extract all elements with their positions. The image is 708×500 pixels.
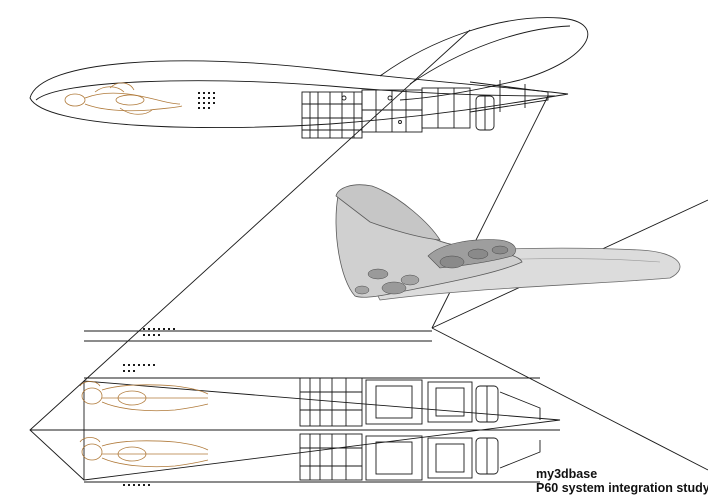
plan-view-pilot-figure-upper xyxy=(79,381,209,412)
side-view-detail-marks xyxy=(198,92,215,109)
side-view-fuselage xyxy=(29,17,589,129)
side-view-engine-block xyxy=(301,87,495,139)
caption-brand: my3dbase xyxy=(536,467,598,481)
plan-view-engine-lower xyxy=(299,433,541,481)
caption-title: P60 system integration study xyxy=(536,481,708,495)
plan-view-engine-upper xyxy=(299,377,541,427)
plan-view-detail-marks xyxy=(123,328,175,486)
plan-view-pilot-figure-lower xyxy=(79,437,209,468)
plan-view-outline xyxy=(29,330,561,483)
render-3d-aircraft xyxy=(335,184,681,301)
side-view-pilot-figure xyxy=(64,82,183,115)
